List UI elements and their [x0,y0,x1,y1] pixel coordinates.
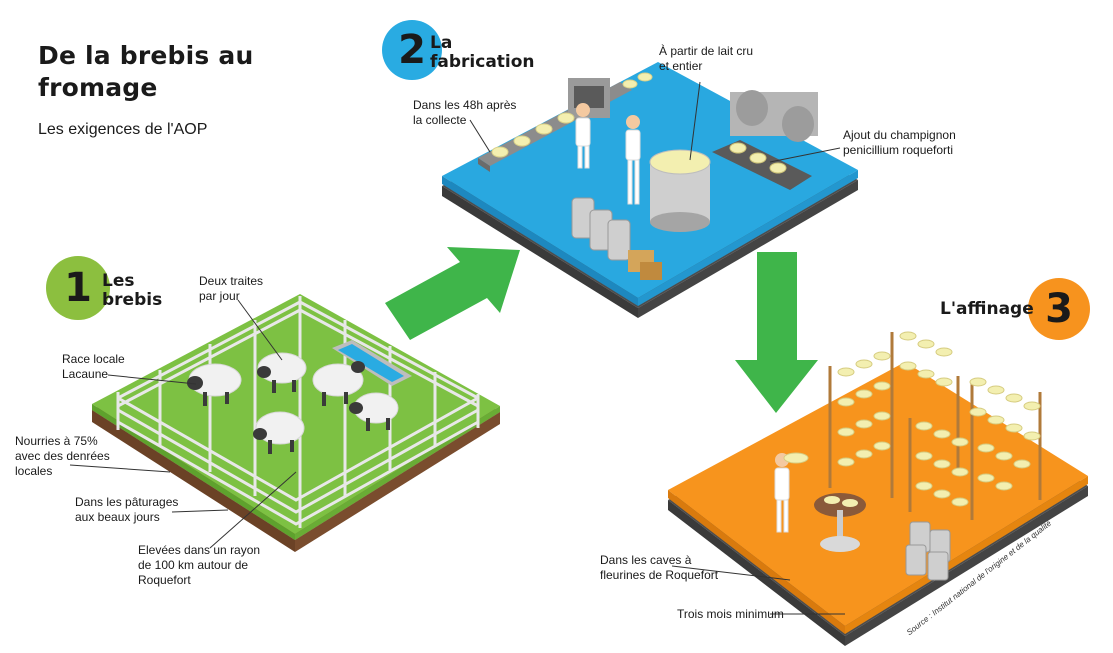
workers [575,103,641,205]
title-line-2: fromage [38,73,158,102]
label-champignon: Ajout du champignon penicillium roquefor… [843,128,956,157]
label-lait-cru: À partir de lait cru et entier [659,44,754,73]
label-trois-mois: Trois mois minimum [677,607,784,621]
leader-lines [69,81,845,615]
cheese-vat [649,149,711,232]
section-1-title-line-2: brebis [102,290,163,310]
section-2-number: 2 [398,27,426,73]
sheep [312,361,365,406]
label-deux-traites: Deux traites par jour [199,274,264,303]
section-2-title-line-2: fabrication [430,52,535,72]
section-1-number: 1 [64,265,92,311]
steel-drums [905,521,951,581]
cheese-wheels [837,331,1041,507]
worker [625,115,641,205]
round-table [814,493,866,552]
arrow-1-to-2 [385,247,520,340]
title-line-1: De la brebis au [38,41,254,70]
sheep [253,411,305,454]
sheep [187,363,242,406]
section-2-badge: 2 [382,20,442,80]
page-title: De la brebis au fromage [38,40,253,104]
mold-machine [712,90,818,190]
label-48h: Dans les 48h après la collecte [413,98,517,127]
section-2-title: La fabrication [430,34,535,72]
section-3-number: 3 [1045,286,1073,332]
label-caves: Dans les caves à fleurines de Roquefort [600,553,719,582]
fence [116,296,480,528]
section-3-badge: 3 [1028,278,1090,340]
sheep [349,392,399,431]
cave-platform [668,362,1088,646]
section-2-title-line-1: La [430,33,453,53]
conveyor-belt [478,72,653,172]
section-1-title-line-1: Les [102,271,135,291]
milk-cans [571,197,631,261]
label-elevees: Elevées dans un rayon de 100 km autour d… [138,543,261,587]
water-trough [332,340,412,386]
label-paturages: Dans les pâturages aux beaux jours [75,495,179,524]
aging-shelves [828,332,1042,520]
label-nourries: Nourries à 75% avec des denrées locales [15,434,110,478]
cardboard-boxes [628,250,662,280]
cave-worker [774,452,809,533]
sheep [257,352,307,393]
section-1-badge: 1 [46,256,110,320]
label-race-locale: Race locale Lacaune [62,352,125,381]
section-3-title: L'affinage [940,299,1034,319]
section-1-title: Les brebis [102,272,162,310]
page-subtitle: Les exigences de l'AOP [38,121,208,138]
worker [575,103,591,169]
sheep-flock [187,352,399,454]
arrow-2-to-3 [735,252,818,413]
